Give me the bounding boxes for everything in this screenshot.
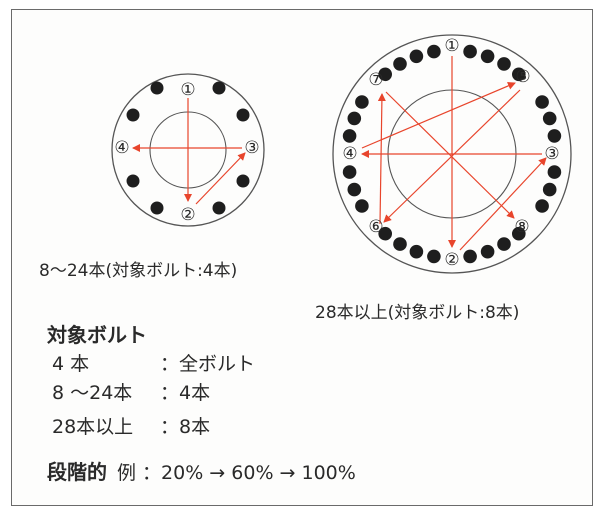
large-flange: ① ② ③ ④ ⑤ ⑥ ⑦ ⑧ (332, 34, 572, 274)
bolt (542, 182, 557, 197)
small-flange: ① ② ③ ④ (111, 73, 265, 227)
bolt (347, 182, 362, 197)
small-flange-labels: ① ② ③ ④ (114, 80, 259, 225)
stepwise-text: 例 ：20% → 60% → 100% (117, 462, 356, 484)
large-flange-arrows (361, 56, 547, 251)
bolt (463, 44, 477, 59)
bolt-label-7: ⑦ (368, 70, 383, 90)
bolt (480, 244, 495, 259)
target-bolts-title: 対象ボルト (47, 323, 147, 347)
target-row-value: ：全ボルト (160, 353, 256, 375)
bolt-label-3: ③ (244, 138, 259, 158)
bolt-label-2: ② (180, 205, 195, 225)
bolt-label-3: ③ (544, 144, 559, 164)
bolt (342, 165, 357, 179)
bolt (347, 111, 362, 126)
arrow-7-to-8 (385, 91, 515, 219)
arrow-2-to-3 (459, 157, 547, 251)
bolt (497, 237, 511, 251)
large-flange-labels: ① ② ③ ④ ⑤ ⑥ ⑦ ⑧ (342, 36, 559, 270)
bolt (542, 111, 557, 126)
bolt (393, 237, 407, 251)
bolt-label-4: ④ (342, 144, 357, 164)
target-row-key: 8 ～24本 (52, 382, 133, 404)
bolt (409, 49, 424, 64)
bolt-label-4: ④ (114, 138, 129, 158)
bolt (150, 201, 164, 215)
arrow-5-to-6 (383, 89, 521, 223)
figure-frame (11, 9, 593, 506)
bolt (535, 95, 549, 109)
target-row: 8 ～24本 ：4本 (52, 378, 210, 405)
bolt (480, 49, 495, 64)
bolt (547, 165, 562, 179)
bolt (126, 174, 140, 188)
target-row-key: 4 本 (52, 353, 90, 375)
small-flange-arrows (132, 98, 246, 205)
stepwise-label: 段階的 (47, 460, 107, 484)
bolt-label-1: ① (180, 80, 195, 100)
bolt (126, 108, 140, 122)
bolt (342, 129, 357, 143)
bolt-label-5: ⑤ (515, 67, 530, 87)
bolt (463, 249, 477, 264)
small-flange-caption: 8～24本(対象ボルト:4本) (39, 261, 238, 281)
bolt-label-1: ① (444, 36, 459, 56)
bolt (512, 67, 526, 82)
target-row-value: ：8本 (160, 416, 211, 438)
bolt (547, 129, 562, 143)
bolt (427, 249, 441, 264)
arrow-6-to-7 (377, 93, 386, 225)
bolt (212, 81, 226, 95)
bolt (150, 81, 164, 95)
bolt (236, 108, 250, 122)
large-flange-bolts (342, 44, 562, 264)
stepwise-example: 段階的例 ：20% → 60% → 100% (47, 456, 356, 485)
bolt (378, 67, 393, 82)
target-row: 28本以上 ：8本 (52, 412, 210, 439)
bolt-label-6: ⑥ (368, 217, 383, 237)
bolt-label-2: ② (444, 250, 459, 270)
large-flange-outer-ring (332, 34, 572, 274)
bolt (497, 57, 511, 71)
bolt (355, 199, 369, 213)
small-flange-bolts (126, 81, 250, 215)
target-row-value: ：4本 (160, 382, 211, 404)
bolt (355, 95, 369, 109)
bolt (393, 57, 407, 71)
target-row-key: 28本以上 (52, 416, 134, 438)
bolt (212, 201, 226, 215)
bolt-label-8: ⑧ (514, 217, 529, 237)
bolt (378, 226, 393, 241)
bolt (236, 174, 250, 188)
small-flange-outer-ring (111, 73, 265, 227)
large-flange-caption: 28本以上(対象ボルト:8本) (315, 303, 520, 323)
bolt (409, 244, 424, 259)
arrow-4-to-5 (361, 82, 516, 149)
bolt (535, 199, 549, 213)
bolt (512, 226, 526, 241)
arrow-2-to-3 (195, 152, 246, 205)
target-row: 4 本 ：全ボルト (52, 349, 255, 376)
bolt (427, 44, 441, 59)
